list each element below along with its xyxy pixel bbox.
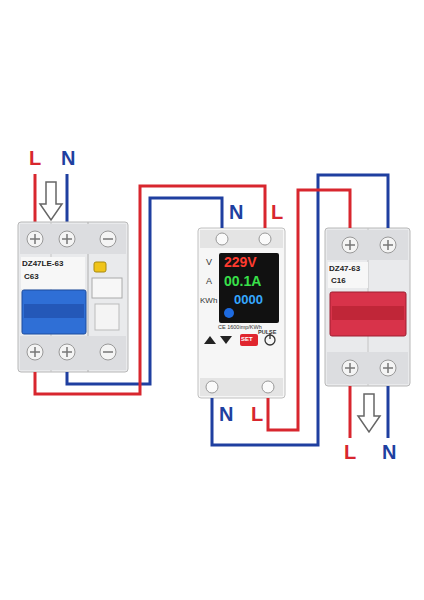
wire-label: L xyxy=(28,148,42,168)
mcb-breaker-box: DZ47-63C16 xyxy=(325,228,410,386)
unit-label: V xyxy=(206,258,212,268)
unit-label: KWh xyxy=(200,297,217,306)
model-label: DZ47LE-63 xyxy=(22,260,63,269)
wire-label: L xyxy=(343,442,357,462)
rcbo-breaker-box: DZ47LE-63C63 xyxy=(18,222,128,397)
wire-connector xyxy=(128,186,265,394)
terminal-label: N xyxy=(228,202,244,222)
wire-connector xyxy=(212,175,388,445)
wire-connector xyxy=(268,190,350,430)
rcbo-output-leads xyxy=(35,372,128,394)
voltage-reading: 229V xyxy=(224,255,257,270)
unit-label: A xyxy=(206,277,212,287)
meter-spec: CE 1600imp/KWh xyxy=(218,324,262,330)
energy-meter xyxy=(198,228,285,398)
current-reading: 00.1A xyxy=(224,274,261,289)
terminal-label: L xyxy=(270,202,284,222)
pulse-label: PULSE xyxy=(258,329,276,335)
wire-label: N xyxy=(60,148,76,168)
wire-connector xyxy=(128,198,222,384)
rating-label: C63 xyxy=(24,273,39,282)
button-label: SET xyxy=(241,336,253,343)
rating-label: C16 xyxy=(331,277,346,286)
energy-reading: 0000 xyxy=(234,293,263,307)
model-label: DZ47-63 xyxy=(329,265,360,274)
energy-meter-box: 229V 00.1A 0000 VA KWh CE 1600imp/KWhPULSE SET xyxy=(198,228,285,398)
terminal-label: L xyxy=(250,404,264,424)
terminal-label: N xyxy=(218,404,234,424)
rcbo-breaker xyxy=(18,222,128,372)
load-wires xyxy=(350,386,388,438)
wire-label: N xyxy=(381,442,397,462)
mcb-breaker xyxy=(325,228,410,386)
